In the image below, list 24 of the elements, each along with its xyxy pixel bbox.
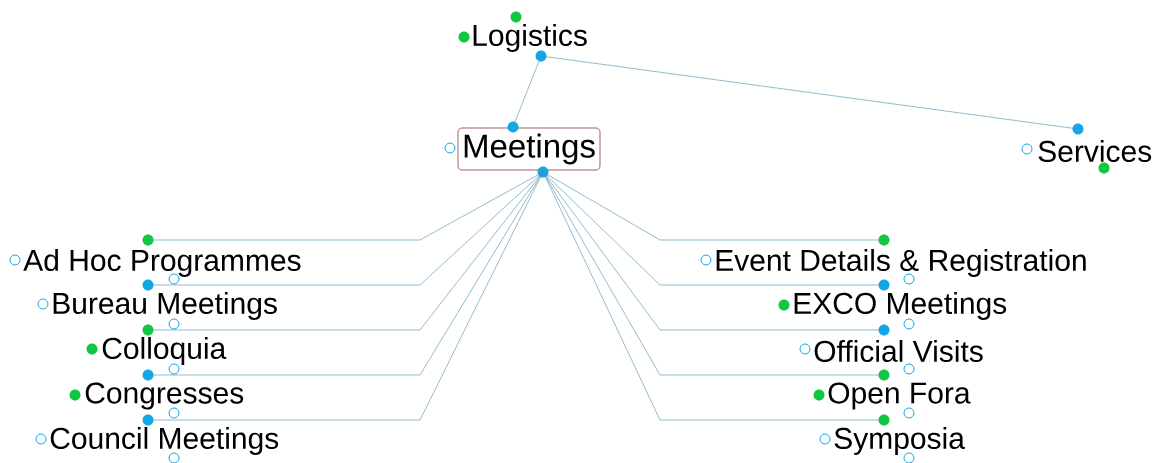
connector-line [147,171,544,421]
topic-box: Meetings [457,127,601,171]
topic-label: EXCO Meetings [794,292,1007,320]
topic-label: Congresses [85,382,244,410]
connector-line [542,171,885,421]
connector-line [540,55,1079,130]
connector-line [512,55,542,128]
connector-line [147,171,544,376]
topic-label: Logistics [473,24,587,52]
topic-label: Official Visits [814,340,983,362]
topic-label: Open Fora [828,382,971,410]
connector-line [542,171,885,241]
connector-line [542,171,885,286]
topic-label: Bureau Meetings [53,292,277,320]
topic-label: Symposia [834,427,965,455]
topic-label: Services [1038,140,1152,162]
topic-label: Ad Hoc Programmes [23,249,301,277]
connector-line [147,171,544,286]
connector-line [147,171,544,331]
topic-label: Event Details & Registration [716,249,1086,277]
connector-line [542,171,885,376]
topic-label: Colloquia [102,337,227,365]
topic-label: Council Meetings [50,427,279,455]
connector-line [542,171,885,331]
